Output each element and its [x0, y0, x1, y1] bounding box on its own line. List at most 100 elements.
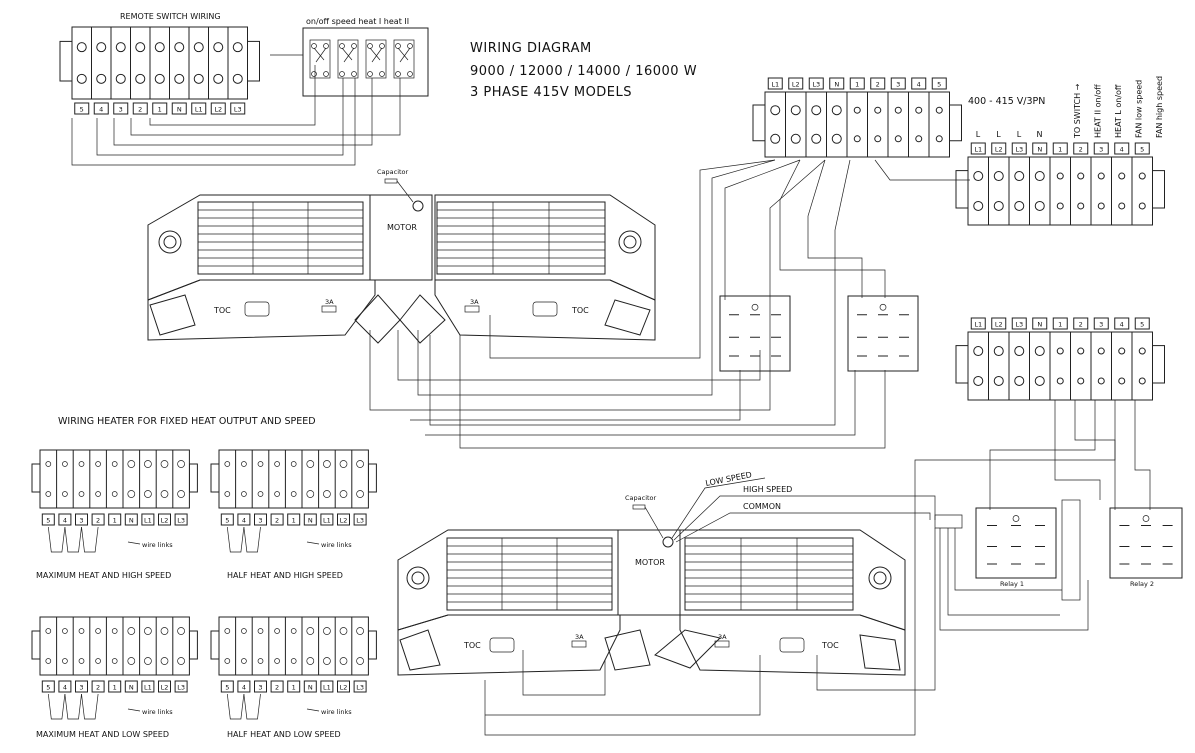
- fixed-terminal-label: 2: [96, 517, 100, 525]
- capacitor-bottom-icon: [662, 536, 674, 548]
- capacitor-top-label: Capacitor: [377, 168, 409, 176]
- terminal-label: 3: [1099, 146, 1103, 154]
- remote-switch-functions: on/off speed heat I heat II: [306, 17, 409, 26]
- heater-unit-top: MOTOR Capacitor TOC TOC 3A 3A: [147, 168, 656, 344]
- supply-phase-mark: N: [1037, 130, 1043, 139]
- terminal-label: L1: [974, 146, 982, 154]
- terminal-label: 2: [1079, 321, 1083, 329]
- wire-links-label: wire links: [142, 541, 173, 549]
- fixed-terminal-label: 1: [113, 684, 117, 692]
- fixed-terminal-label: N: [129, 517, 134, 525]
- terminal-label: N: [834, 81, 839, 89]
- fixed-heading: WIRING HEATER FOR FIXED HEAT OUTPUT AND …: [58, 416, 316, 427]
- capacitor-top-icon: [412, 200, 424, 212]
- toc-bottom-left: TOC: [463, 641, 481, 650]
- terminal-label: 3: [896, 81, 900, 89]
- motor-bottom: [617, 529, 681, 616]
- terminal-label: N: [177, 106, 182, 114]
- fixed-terminal-label: 3: [79, 684, 83, 692]
- terminal-label: 5: [937, 81, 941, 89]
- fixed-terminal-label: 5: [46, 517, 50, 525]
- fixed-terminal-label: L3: [177, 517, 185, 525]
- terminal-label: N: [1037, 146, 1042, 154]
- terminal-label: L3: [812, 81, 820, 89]
- motor-bottom-label: MOTOR: [635, 558, 665, 567]
- supply-function-label: HEAT II on/off: [1094, 84, 1103, 138]
- terminal-label: 2: [138, 106, 142, 114]
- supply-function-label: TO SWITCH →: [1073, 83, 1082, 139]
- fixed-terminal-label: 2: [275, 517, 279, 525]
- fixed-config-caption: HALF HEAT AND HIGH SPEED: [227, 571, 343, 580]
- terminal-label: L2: [214, 106, 222, 114]
- terminal-label: 5: [1140, 321, 1144, 329]
- diagram-wattages: 9000 / 12000 / 14000 / 16000 W: [470, 64, 697, 79]
- fixed-terminal-label: L2: [340, 517, 348, 525]
- wiring-bottom: [484, 400, 1151, 736]
- fixed-terminal-label: 4: [63, 517, 67, 525]
- supply-function-labels: L L L N TO SWITCH → HEAT II on/off HEAT L on/o…: [976, 76, 1164, 139]
- relays-bottom: [975, 507, 1183, 579]
- terminal-label: N: [1037, 321, 1042, 329]
- relay2-label: Relay 2: [1130, 580, 1154, 588]
- terminal-label: 4: [99, 106, 103, 114]
- terminal-label: L2: [995, 146, 1003, 154]
- terminal-label: L1: [974, 321, 982, 329]
- terminal-label: L3: [1015, 146, 1023, 154]
- fixed-terminal-label: 1: [292, 684, 296, 692]
- supply-function-label: FAN high speed: [1155, 76, 1164, 138]
- supply-function-label: FAN low speed: [1135, 80, 1144, 138]
- motor-top-label: MOTOR: [387, 223, 417, 232]
- terminal-label: 1: [1058, 321, 1062, 329]
- terminal-label: L3: [1015, 321, 1023, 329]
- fixed-terminal-label: 4: [63, 684, 67, 692]
- terminal-label: 2: [1079, 146, 1083, 154]
- fixed-terminal-label: 4: [242, 684, 246, 692]
- fuse-top-right: 3A: [470, 298, 479, 306]
- terminal-label: 4: [1120, 321, 1124, 329]
- supply-phase-mark: L: [1017, 130, 1022, 139]
- common-label: COMMON: [743, 502, 781, 511]
- supply-phase-mark: L: [976, 130, 981, 139]
- supply-function-label: HEAT L on/off: [1114, 84, 1123, 138]
- fixed-terminal-label: 2: [275, 684, 279, 692]
- fixed-terminal-label: L2: [161, 517, 169, 525]
- remote-switch-contacts: [309, 39, 415, 79]
- wire-links-label: wire links: [321, 708, 352, 716]
- fixed-terminal-label: 1: [113, 517, 117, 525]
- terminal-label: L3: [234, 106, 242, 114]
- fuse-bottom-right: 3A: [718, 633, 727, 641]
- fixed-terminal-label: 3: [258, 517, 262, 525]
- terminal-label: 5: [1140, 146, 1144, 154]
- relays-top: [719, 295, 919, 372]
- fixed-config-caption: HALF HEAT AND LOW SPEED: [227, 730, 341, 739]
- fixed-terminal-label: 5: [46, 684, 50, 692]
- fixed-terminal-label: N: [129, 684, 134, 692]
- toc-top-left: TOC: [213, 306, 231, 315]
- fixed-terminal-label: N: [308, 517, 313, 525]
- fixed-terminal-label: L1: [323, 517, 331, 525]
- toc-top-right: TOC: [571, 306, 589, 315]
- capacitor-bottom-label: Capacitor: [625, 494, 657, 502]
- terminal-label: 3: [119, 106, 123, 114]
- fixed-config-caption: MAXIMUM HEAT AND LOW SPEED: [36, 730, 169, 739]
- motor-leads: LOW SPEED HIGH SPEED COMMON: [671, 470, 936, 543]
- terminal-label: L1: [195, 106, 203, 114]
- supply-phase-mark: L: [996, 130, 1001, 139]
- terminal-label: 4: [917, 81, 921, 89]
- remote-switch-label: REMOTE SWITCH WIRING: [120, 12, 221, 21]
- high-speed-label: HIGH SPEED: [743, 485, 792, 494]
- fixed-config-caption: MAXIMUM HEAT AND HIGH SPEED: [36, 571, 171, 580]
- toc-bottom-right: TOC: [821, 641, 839, 650]
- terminal-label: 2: [876, 81, 880, 89]
- terminal-label: 1: [1058, 146, 1062, 154]
- fixed-terminal-label: L1: [144, 684, 152, 692]
- terminal-label: 1: [855, 81, 859, 89]
- fixed-terminal-label: L2: [161, 684, 169, 692]
- fixed-terminal-label: L3: [356, 517, 364, 525]
